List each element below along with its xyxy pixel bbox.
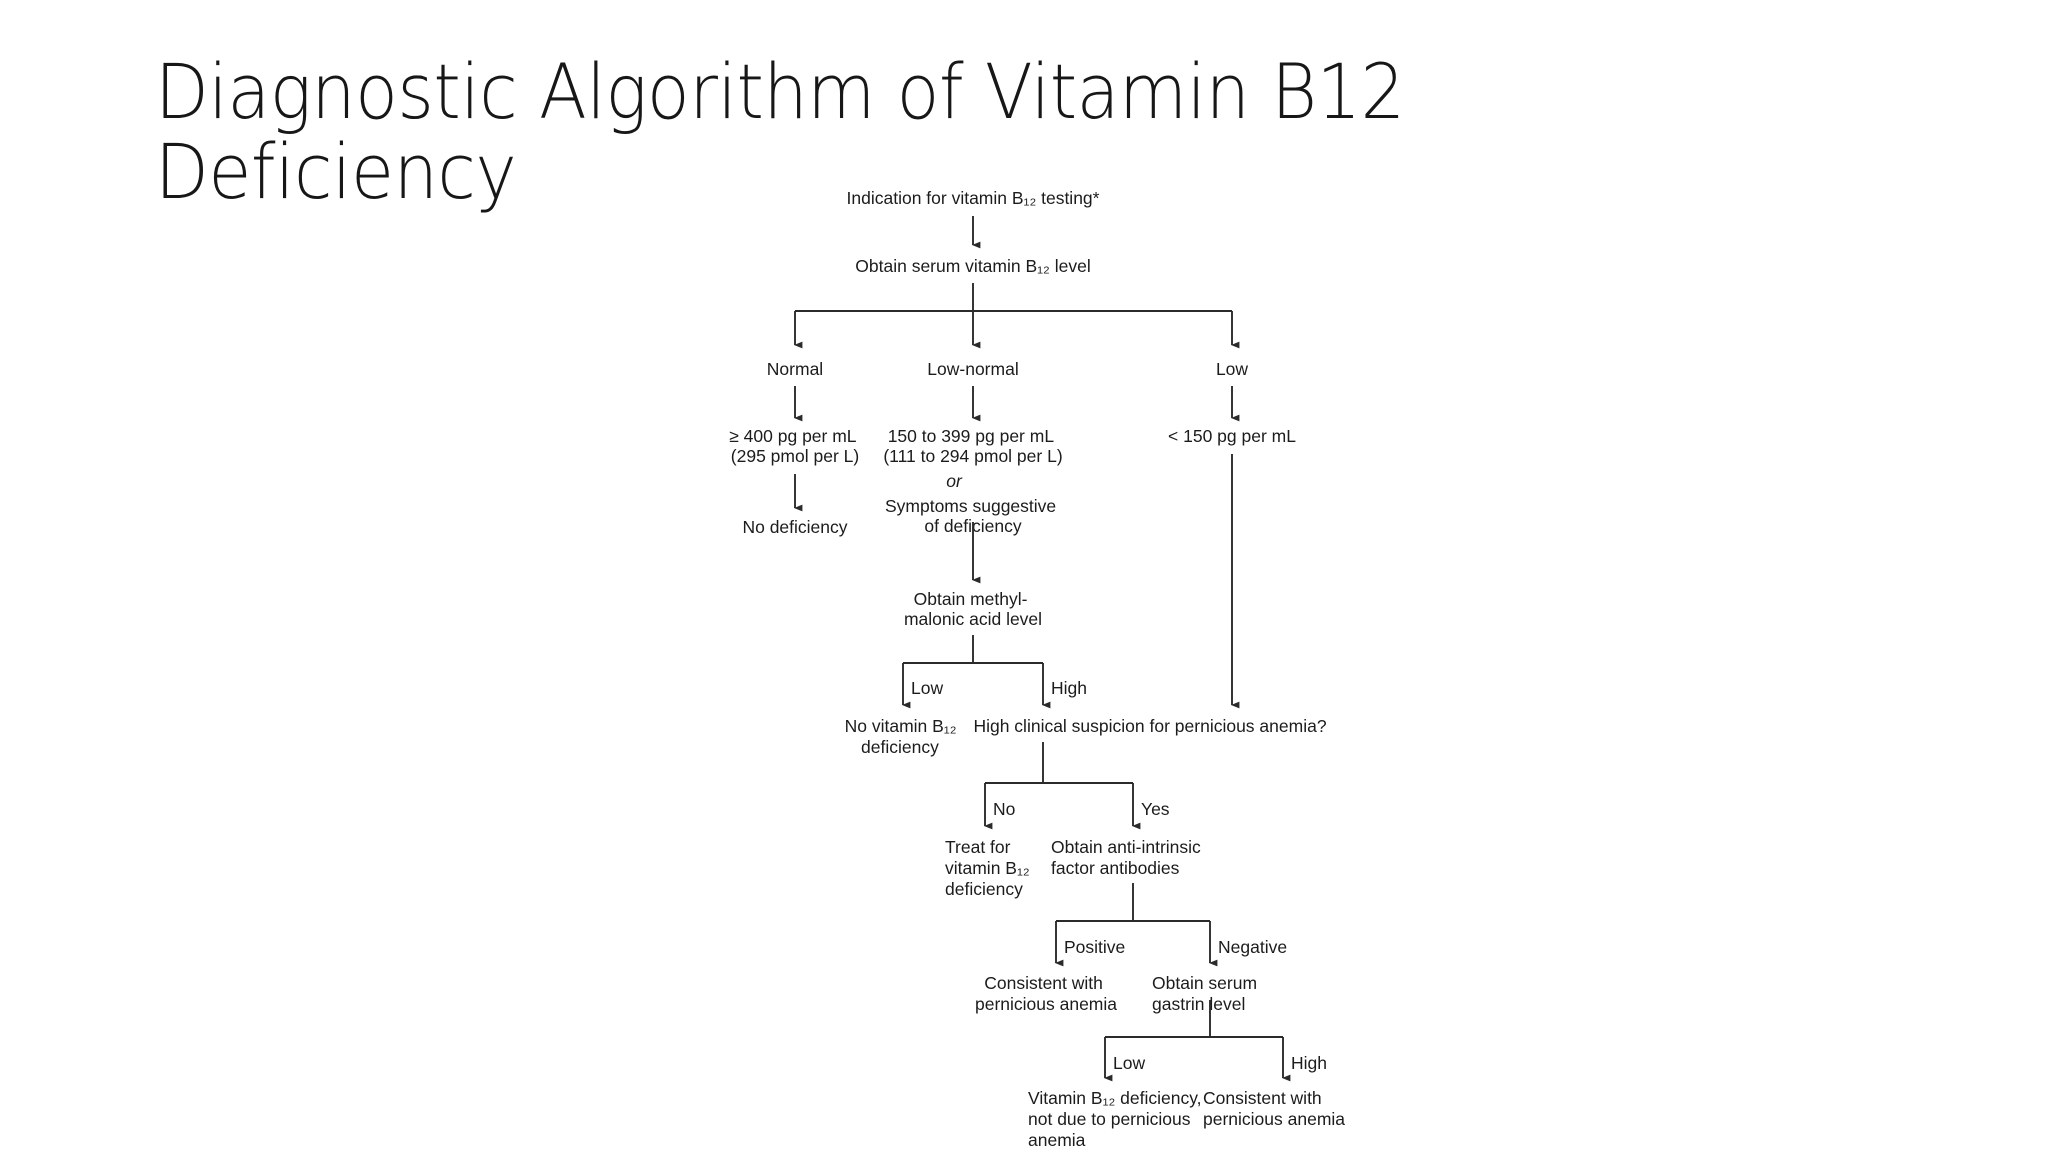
node-obtain-serum-gastrin: Obtain serum gastrin level xyxy=(1152,973,1262,1014)
node-consistent-pernicious-anemia-2: Consistent with pernicious anemia xyxy=(1203,1088,1345,1129)
edge-label-gastrin-high: High xyxy=(1291,1053,1327,1073)
node-low: Low xyxy=(1216,359,1248,379)
node-no-b12-deficiency: No vitamin B₁₂ deficiency xyxy=(845,716,962,757)
node-low-normal: Low-normal xyxy=(927,359,1018,379)
node-low-normal-value: 150 to 399 pg per mL (111 to 294 pmol pe… xyxy=(883,426,1062,466)
node-treat-for-deficiency: Treat for vitamin B₁₂ deficiency xyxy=(945,837,1035,899)
edge-label-suspicion-yes: Yes xyxy=(1141,799,1170,819)
page-title: Diagnostic Algorithm of Vitamin B12 Defi… xyxy=(155,47,1405,216)
node-obtain-aif-antibodies: Obtain anti-intrinsic factor antibodies xyxy=(1051,837,1206,878)
node-normal: Normal xyxy=(767,359,823,379)
edge-label-aif-positive: Positive xyxy=(1064,937,1125,957)
node-or-connector: or xyxy=(946,471,963,491)
edge-label-mma-high: High xyxy=(1051,678,1087,698)
node-obtain-serum: Obtain serum vitamin B₁₂ level xyxy=(855,256,1090,276)
node-normal-value: ≥ 400 pg per mL (295 pmol per L) xyxy=(729,426,861,466)
node-start: Indication for vitamin B₁₂ testing* xyxy=(847,188,1100,208)
node-high-suspicion: High clinical suspicion for pernicious a… xyxy=(973,716,1326,736)
edge-label-gastrin-low: Low xyxy=(1113,1053,1145,1073)
node-low-value: < 150 pg per mL xyxy=(1168,426,1296,446)
node-consistent-pernicious-anemia-1: Consistent with pernicious anemia xyxy=(975,973,1117,1014)
edge-label-suspicion-no: No xyxy=(993,799,1015,819)
node-obtain-mma: Obtain methyl- malonic acid level xyxy=(904,589,1042,629)
node-b12-deficiency-not-pernicious: Vitamin B₁₂ deficiency, not due to perni… xyxy=(1028,1088,1206,1150)
node-no-deficiency: No deficiency xyxy=(742,517,847,537)
edge-label-aif-negative: Negative xyxy=(1218,937,1287,957)
edge-label-mma-low: Low xyxy=(911,678,943,698)
